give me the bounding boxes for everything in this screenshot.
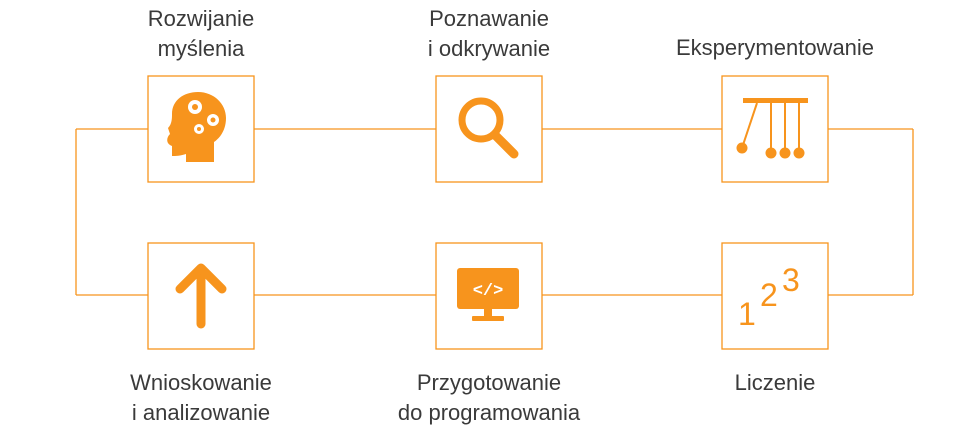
numbers-123-icon: 1 2 3 (738, 262, 800, 332)
step-label-line: Eksperymentowanie (675, 35, 875, 60)
step-label-discovering: Poznawanie i odkrywanie (387, 4, 591, 64)
step-box-programming: </> (435, 242, 543, 350)
step-label-thinking: Rozwijanie myślenia (99, 4, 303, 64)
step-label-line: myślenia (157, 36, 245, 61)
step-label-line: i analizowanie (131, 400, 271, 425)
step-box-thinking (147, 75, 255, 183)
digit-1: 1 (738, 296, 756, 332)
digit-2: 2 (760, 277, 778, 313)
step-label-experimenting: Eksperymentowanie (650, 33, 900, 63)
step-label-counting: Liczenie (673, 368, 877, 398)
step-label-concluding: Wnioskowanie i analizowanie (79, 368, 323, 428)
connector-lines (75, 128, 914, 296)
step-label-line: Wnioskowanie (130, 370, 272, 395)
step-box-experimenting (721, 75, 829, 183)
step-label-line: Rozwijanie (147, 6, 255, 31)
code-glyph: </> (473, 282, 504, 301)
head-gears-icon (167, 92, 226, 162)
magnifier-icon (458, 97, 519, 159)
step-label-programming: Przygotowanie do programowania (367, 368, 611, 428)
arrow-up-icon (175, 263, 227, 329)
step-label-line: i odkrywanie (427, 36, 551, 61)
step-label-line: Liczenie (734, 370, 816, 395)
newtons-cradle-icon (736, 98, 808, 159)
step-label-line: do programowania (397, 400, 581, 425)
step-box-counting: 1 2 3 (721, 242, 829, 350)
monitor-code-icon: </> (457, 268, 519, 321)
step-box-concluding (147, 242, 255, 350)
step-label-line: Poznawanie (429, 6, 549, 31)
step-box-discovering (435, 75, 543, 183)
step-label-line: Przygotowanie (416, 370, 562, 395)
digit-3: 3 (782, 262, 800, 298)
